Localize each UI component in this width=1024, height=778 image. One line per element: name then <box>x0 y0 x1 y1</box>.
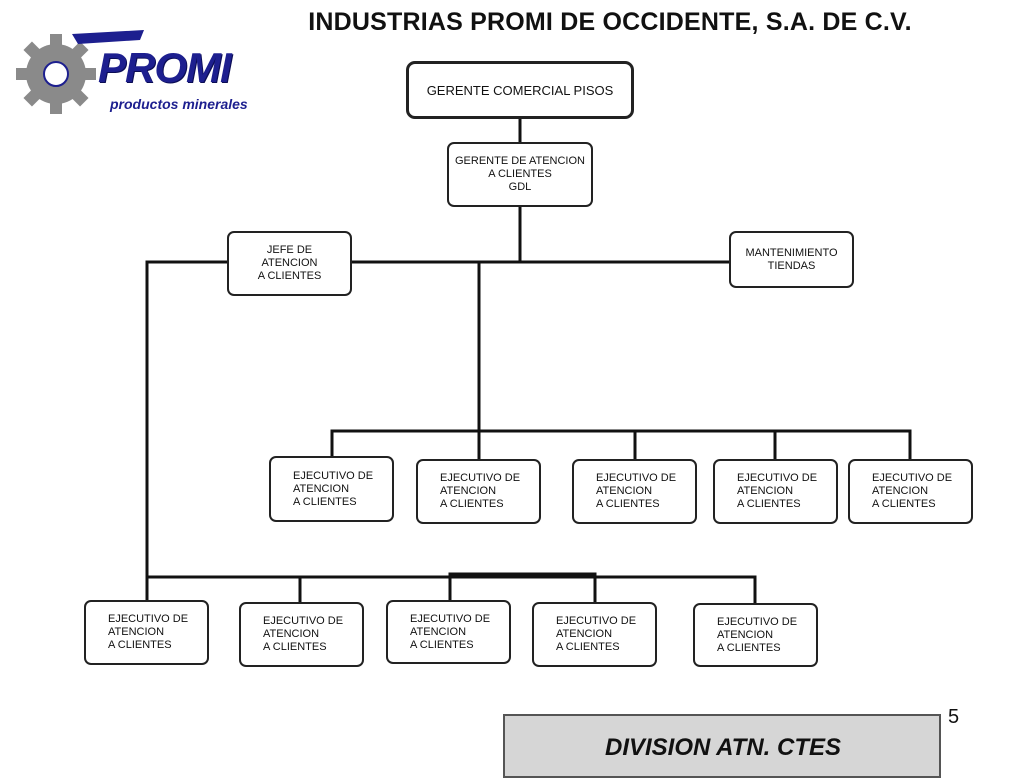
page-number: 5 <box>948 706 960 728</box>
node-jefe-atencion-clientes: JEFE DE ATENCION A CLIENTES <box>227 231 352 296</box>
node-gerente-comercial-pisos: GERENTE COMERCIAL PISOS <box>406 61 634 119</box>
division-label: DIVISION ATN. CTES <box>605 734 842 761</box>
node-ejecutivo-row1-5: EJECUTIVO DE ATENCION A CLIENTES <box>848 459 973 524</box>
division-banner: DIVISION ATN. CTES <box>503 714 941 778</box>
promi-logo: PROMI productos minerales <box>12 24 252 120</box>
node-gerente-atencion-clientes: GERENTE DE ATENCION A CLIENTES GDL <box>447 142 593 207</box>
node-ejecutivo-row2-5: EJECUTIVO DE ATENCION A CLIENTES <box>693 603 818 667</box>
logo-wordmark: PROMI <box>98 44 232 91</box>
node-ejecutivo-row1-2: EJECUTIVO DE ATENCION A CLIENTES <box>416 459 541 524</box>
node-ejecutivo-row2-1: EJECUTIVO DE ATENCION A CLIENTES <box>84 600 209 665</box>
gear-logo-icon <box>16 30 144 114</box>
node-ejecutivo-row2-2: EJECUTIVO DE ATENCION A CLIENTES <box>239 602 364 667</box>
page-title: INDUSTRIAS PROMI DE OCCIDENTE, S.A. DE C… <box>308 8 912 36</box>
node-ejecutivo-row2-3: EJECUTIVO DE ATENCION A CLIENTES <box>386 600 511 664</box>
node-ejecutivo-row1-1: EJECUTIVO DE ATENCION A CLIENTES <box>269 456 394 522</box>
node-ejecutivo-row1-3: EJECUTIVO DE ATENCION A CLIENTES <box>572 459 697 524</box>
logo-subtitle: productos minerales <box>110 96 248 112</box>
node-mantenimiento-tiendas: MANTENIMIENTO TIENDAS <box>729 231 854 288</box>
node-ejecutivo-row2-4: EJECUTIVO DE ATENCION A CLIENTES <box>532 602 657 667</box>
node-ejecutivo-row1-4: EJECUTIVO DE ATENCION A CLIENTES <box>713 459 838 524</box>
